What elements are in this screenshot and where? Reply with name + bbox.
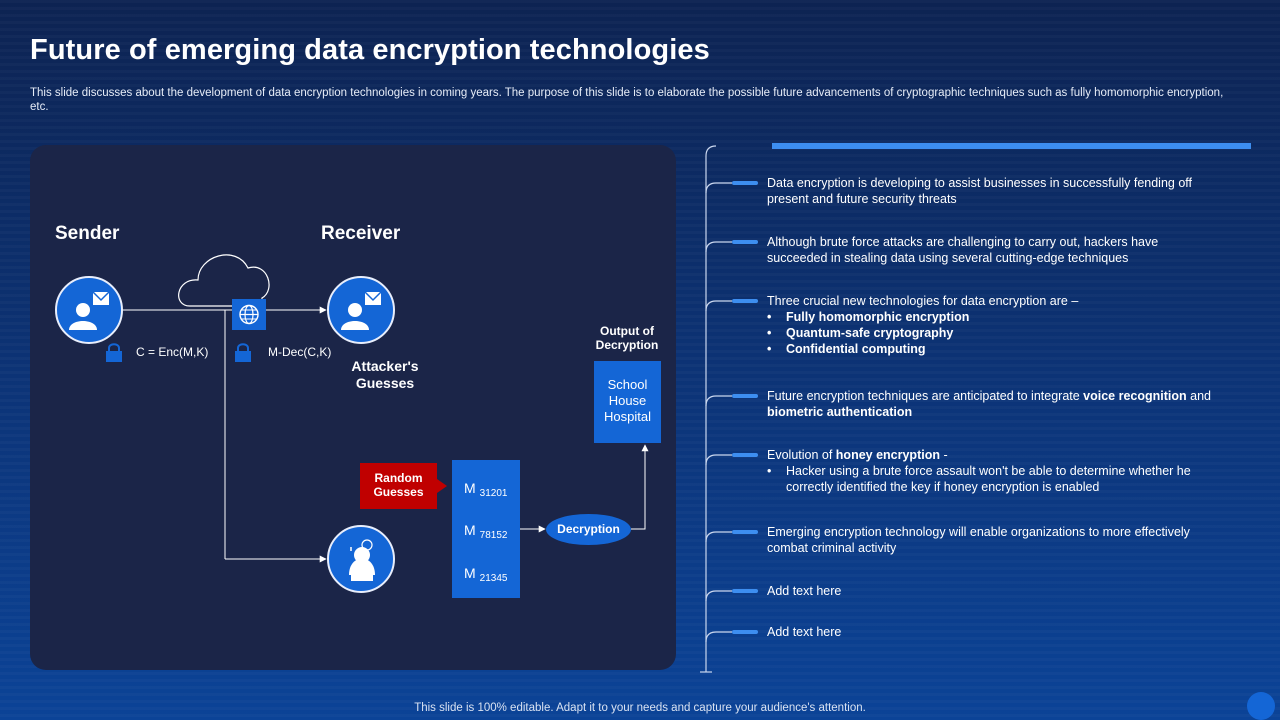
page-title: Future of emerging data encryption techn… xyxy=(30,34,710,66)
user-mail-icon xyxy=(341,291,382,330)
lock-icon xyxy=(106,343,122,362)
list-item-text-part: - xyxy=(939,448,948,462)
user-mail-icon xyxy=(69,291,110,330)
list-item-text: Three crucial new technologies for data … xyxy=(767,294,1079,308)
sub-bullet: Confidential computing xyxy=(767,341,1222,357)
guess-letter: M xyxy=(464,480,476,496)
random-guesses-callout: Random Guesses xyxy=(360,463,437,509)
list-item-text-part: Evolution of xyxy=(767,448,836,462)
encryption-formula: C = Enc(M,K) xyxy=(136,345,209,359)
guess-number: 21345 xyxy=(479,573,508,584)
sender-label: Sender xyxy=(55,223,120,244)
list-item-emphasis: honey encryption xyxy=(835,448,940,462)
guess-number: 31201 xyxy=(479,488,508,499)
attackers-guesses-line2: Guesses xyxy=(355,375,415,391)
attackers-guesses-line1: Attacker's xyxy=(351,358,419,374)
receiver-label: Receiver xyxy=(321,223,401,244)
decryption-node: Decryption xyxy=(546,514,631,545)
sub-bullet: Hacker using a brute force assault won't… xyxy=(767,463,1222,495)
corner-decoration xyxy=(1247,692,1275,720)
list-item: Three crucial new technologies for data … xyxy=(767,293,1222,357)
attackers-guesses-label: Attacker's Guesses xyxy=(330,358,440,392)
list-item-text: Future encryption techniques are anticip… xyxy=(767,389,1084,403)
output-word: House xyxy=(608,393,647,408)
output-title-line2: Decryption xyxy=(595,338,659,352)
list-item-emphasis: biometric authentication xyxy=(767,405,913,419)
list-item-text: and xyxy=(1186,389,1212,403)
list-item: Data encryption is developing to assist … xyxy=(767,176,1193,206)
list-item: Add text here xyxy=(767,584,842,598)
sub-bullet: Quantum-safe cryptography xyxy=(767,325,1222,341)
guess-letter: M xyxy=(464,565,476,581)
list-item: Emerging encryption technology will enab… xyxy=(767,525,1190,555)
guess-letter: M xyxy=(464,522,476,538)
output-word: Hospital xyxy=(604,409,651,424)
list-item: Evolution of honey encryption - Hacker u… xyxy=(767,447,1222,495)
output-box: School House Hospital xyxy=(594,361,661,443)
lock-icon xyxy=(235,343,251,362)
list-item: Add text here xyxy=(767,625,842,639)
guess-number: 78152 xyxy=(479,530,508,541)
list-item: Although brute force attacks are challen… xyxy=(767,235,1159,265)
receiver-avatar xyxy=(327,276,395,344)
list-item-text: Evolution of honey encryption - xyxy=(767,447,1222,463)
output-word: School xyxy=(607,377,648,392)
callout-pointer xyxy=(437,479,447,493)
footer-note: This slide is 100% editable. Adapt it to… xyxy=(414,702,866,714)
page-subtitle: This slide discusses about the developme… xyxy=(30,87,1224,113)
globe-icon xyxy=(239,304,259,325)
random-guesses-line2: Guesses xyxy=(373,485,424,499)
sender-avatar xyxy=(55,276,123,344)
output-title-line1: Output of xyxy=(600,324,654,338)
random-guesses-line1: Random xyxy=(374,471,423,485)
globe-icon-box xyxy=(232,299,266,330)
list-item-emphasis: voice recognition xyxy=(1083,389,1187,403)
list-item: Future encryption techniques are anticip… xyxy=(767,388,1222,420)
hacker-icon xyxy=(349,539,375,581)
decryption-formula: M-Dec(C,K) xyxy=(268,345,332,359)
attacker-avatar xyxy=(327,525,395,593)
sub-bullet: Fully homomorphic encryption xyxy=(767,309,1222,325)
output-title: Output of Decryption xyxy=(586,324,668,352)
